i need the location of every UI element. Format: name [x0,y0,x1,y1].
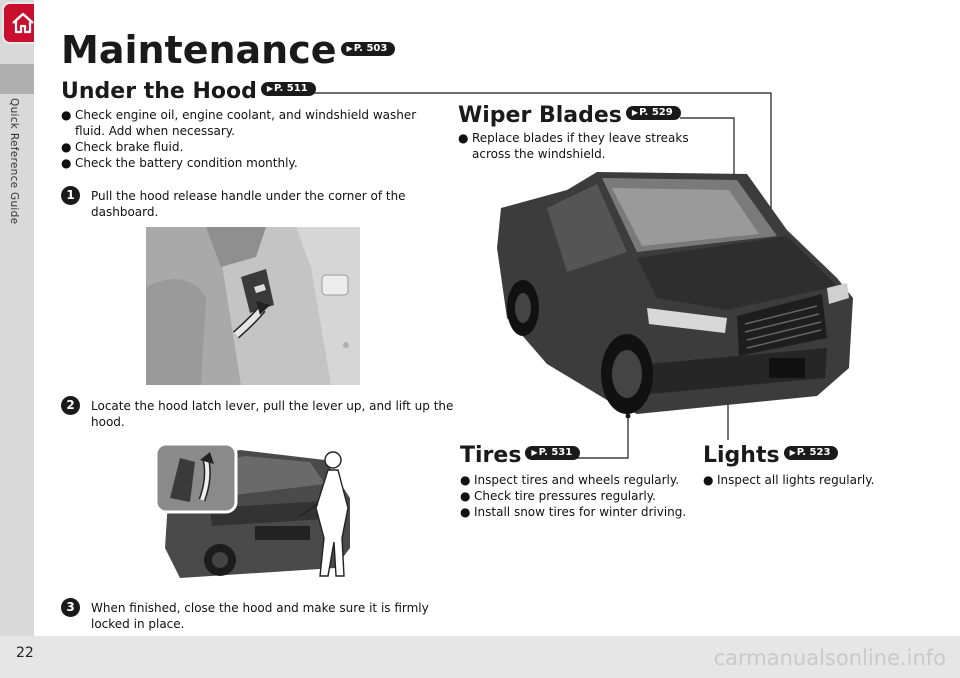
home-icon [12,12,34,34]
step-number-badge: 2 [61,396,80,415]
sidebar-section-label: Quick Reference Guide [8,98,20,225]
list-item: Replace blades if they leave streaks acr… [458,130,698,162]
tires-page-ref-label: P. 531 [538,447,573,458]
tires-heading: Tires▶P. 531 [460,443,581,468]
step-text: Locate the hood latch lever, pull the le… [91,399,454,429]
watermark: carmanualsonline.info [713,646,946,670]
lights-heading-text: Lights [703,443,780,468]
under-hood-heading: Under the Hood▶P. 511 [61,79,316,104]
step-number-badge: 3 [61,598,80,617]
lights-bullets: Inspect all lights regularly. [703,472,903,488]
tires-heading-text: Tires [460,443,522,468]
under-hood-bullets: Check engine oil, engine coolant, and wi… [61,107,431,171]
wiper-blades-page-ref-label: P. 529 [639,107,673,118]
page-title-text: Maintenance [61,28,337,72]
sidebar [0,0,34,678]
tires-bullets: Inspect tires and wheels regularly. Chec… [460,472,700,520]
hood-release-photo [146,227,360,385]
page-number: 22 [16,645,34,661]
wiper-blades-bullets: Replace blades if they leave streaks acr… [458,130,698,162]
title-page-ref-link[interactable]: ▶P. 503 [340,41,396,56]
step-3: 3 When finished, close the hood and make… [61,598,471,632]
step-text: Pull the hood release handle under the c… [91,189,406,219]
sidebar-tab [0,64,34,94]
step-1: 1 Pull the hood release handle under the… [61,186,441,220]
lights-page-ref-link[interactable]: ▶P. 523 [783,446,839,460]
under-hood-heading-text: Under the Hood [61,79,257,104]
title-page-ref-label: P. 503 [353,42,388,54]
tires-page-ref-link[interactable]: ▶P. 531 [525,446,581,460]
list-item: Inspect all lights regularly. [703,472,903,488]
lights-heading: Lights▶P. 523 [703,443,839,468]
under-hood-page-ref-link[interactable]: ▶P. 511 [260,82,316,96]
list-item: Check engine oil, engine coolant, and wi… [61,107,431,139]
list-item: Check the battery condition monthly. [61,155,431,171]
pickup-truck-illustration [487,168,855,426]
page-title: Maintenance▶P. 503 [61,28,396,72]
list-item: Check tire pressures regularly. [460,488,700,504]
step-2: 2 Locate the hood latch lever, pull the … [61,396,471,430]
wiper-blades-page-ref-link[interactable]: ▶P. 529 [625,106,681,120]
list-item: Inspect tires and wheels regularly. [460,472,700,488]
step-number-badge: 1 [61,186,80,205]
step-text: When finished, close the hood and make s… [91,601,429,631]
list-item: Install snow tires for winter driving. [460,504,700,520]
page-footer [0,636,960,678]
wiper-blades-heading-text: Wiper Blades [458,103,622,128]
lights-page-ref-label: P. 523 [796,447,831,458]
list-item: Check brake fluid. [61,139,431,155]
wiper-blades-heading: Wiper Blades▶P. 529 [458,103,681,128]
under-hood-page-ref-label: P. 511 [274,83,308,94]
hood-latch-illustration [150,438,360,584]
